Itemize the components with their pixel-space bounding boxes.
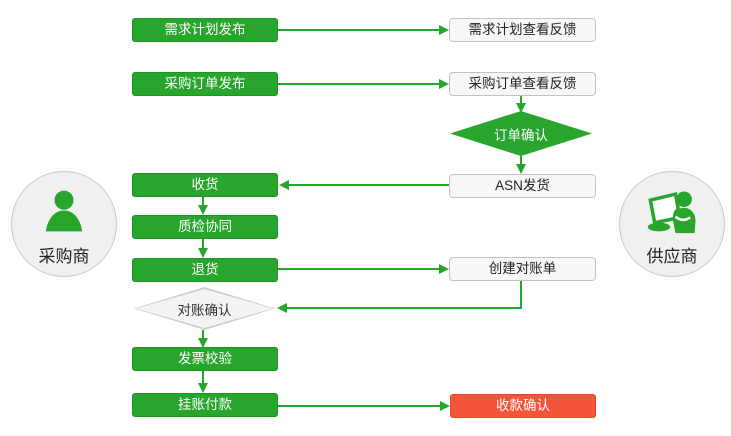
node-po-feedback: 采购订单查看反馈	[449, 72, 596, 96]
person-silhouette-icon	[38, 182, 90, 240]
node-book-payment: 挂账付款	[132, 393, 278, 417]
node-demand-plan-publish: 需求计划发布	[132, 18, 278, 42]
buyer-actor-circle: 采购商	[11, 171, 117, 277]
reconcile-confirm-label: 对账确认	[136, 289, 273, 328]
node-return-goods: 退货	[132, 258, 278, 282]
node-po-publish: 采购订单发布	[132, 72, 278, 96]
supplier-label: 供应商	[646, 246, 698, 266]
node-receive-goods: 收货	[132, 173, 278, 197]
buyer-label: 采购商	[38, 246, 90, 266]
node-asn-ship: ASN发货	[449, 174, 596, 198]
node-order-confirm: 订单确认	[450, 111, 592, 156]
node-demand-plan-feedback: 需求计划查看反馈	[449, 18, 596, 42]
supplier-actor-circle: 供应商	[619, 171, 725, 277]
node-create-statement: 创建对账单	[449, 257, 596, 281]
node-payment-confirm: 收款确认	[450, 394, 596, 418]
person-with-laptop-icon	[644, 182, 700, 240]
node-quality-collab: 质检协同	[132, 215, 278, 239]
node-reconcile-confirm: 对账确认	[134, 287, 275, 330]
node-invoice-verify: 发票校验	[132, 347, 278, 371]
